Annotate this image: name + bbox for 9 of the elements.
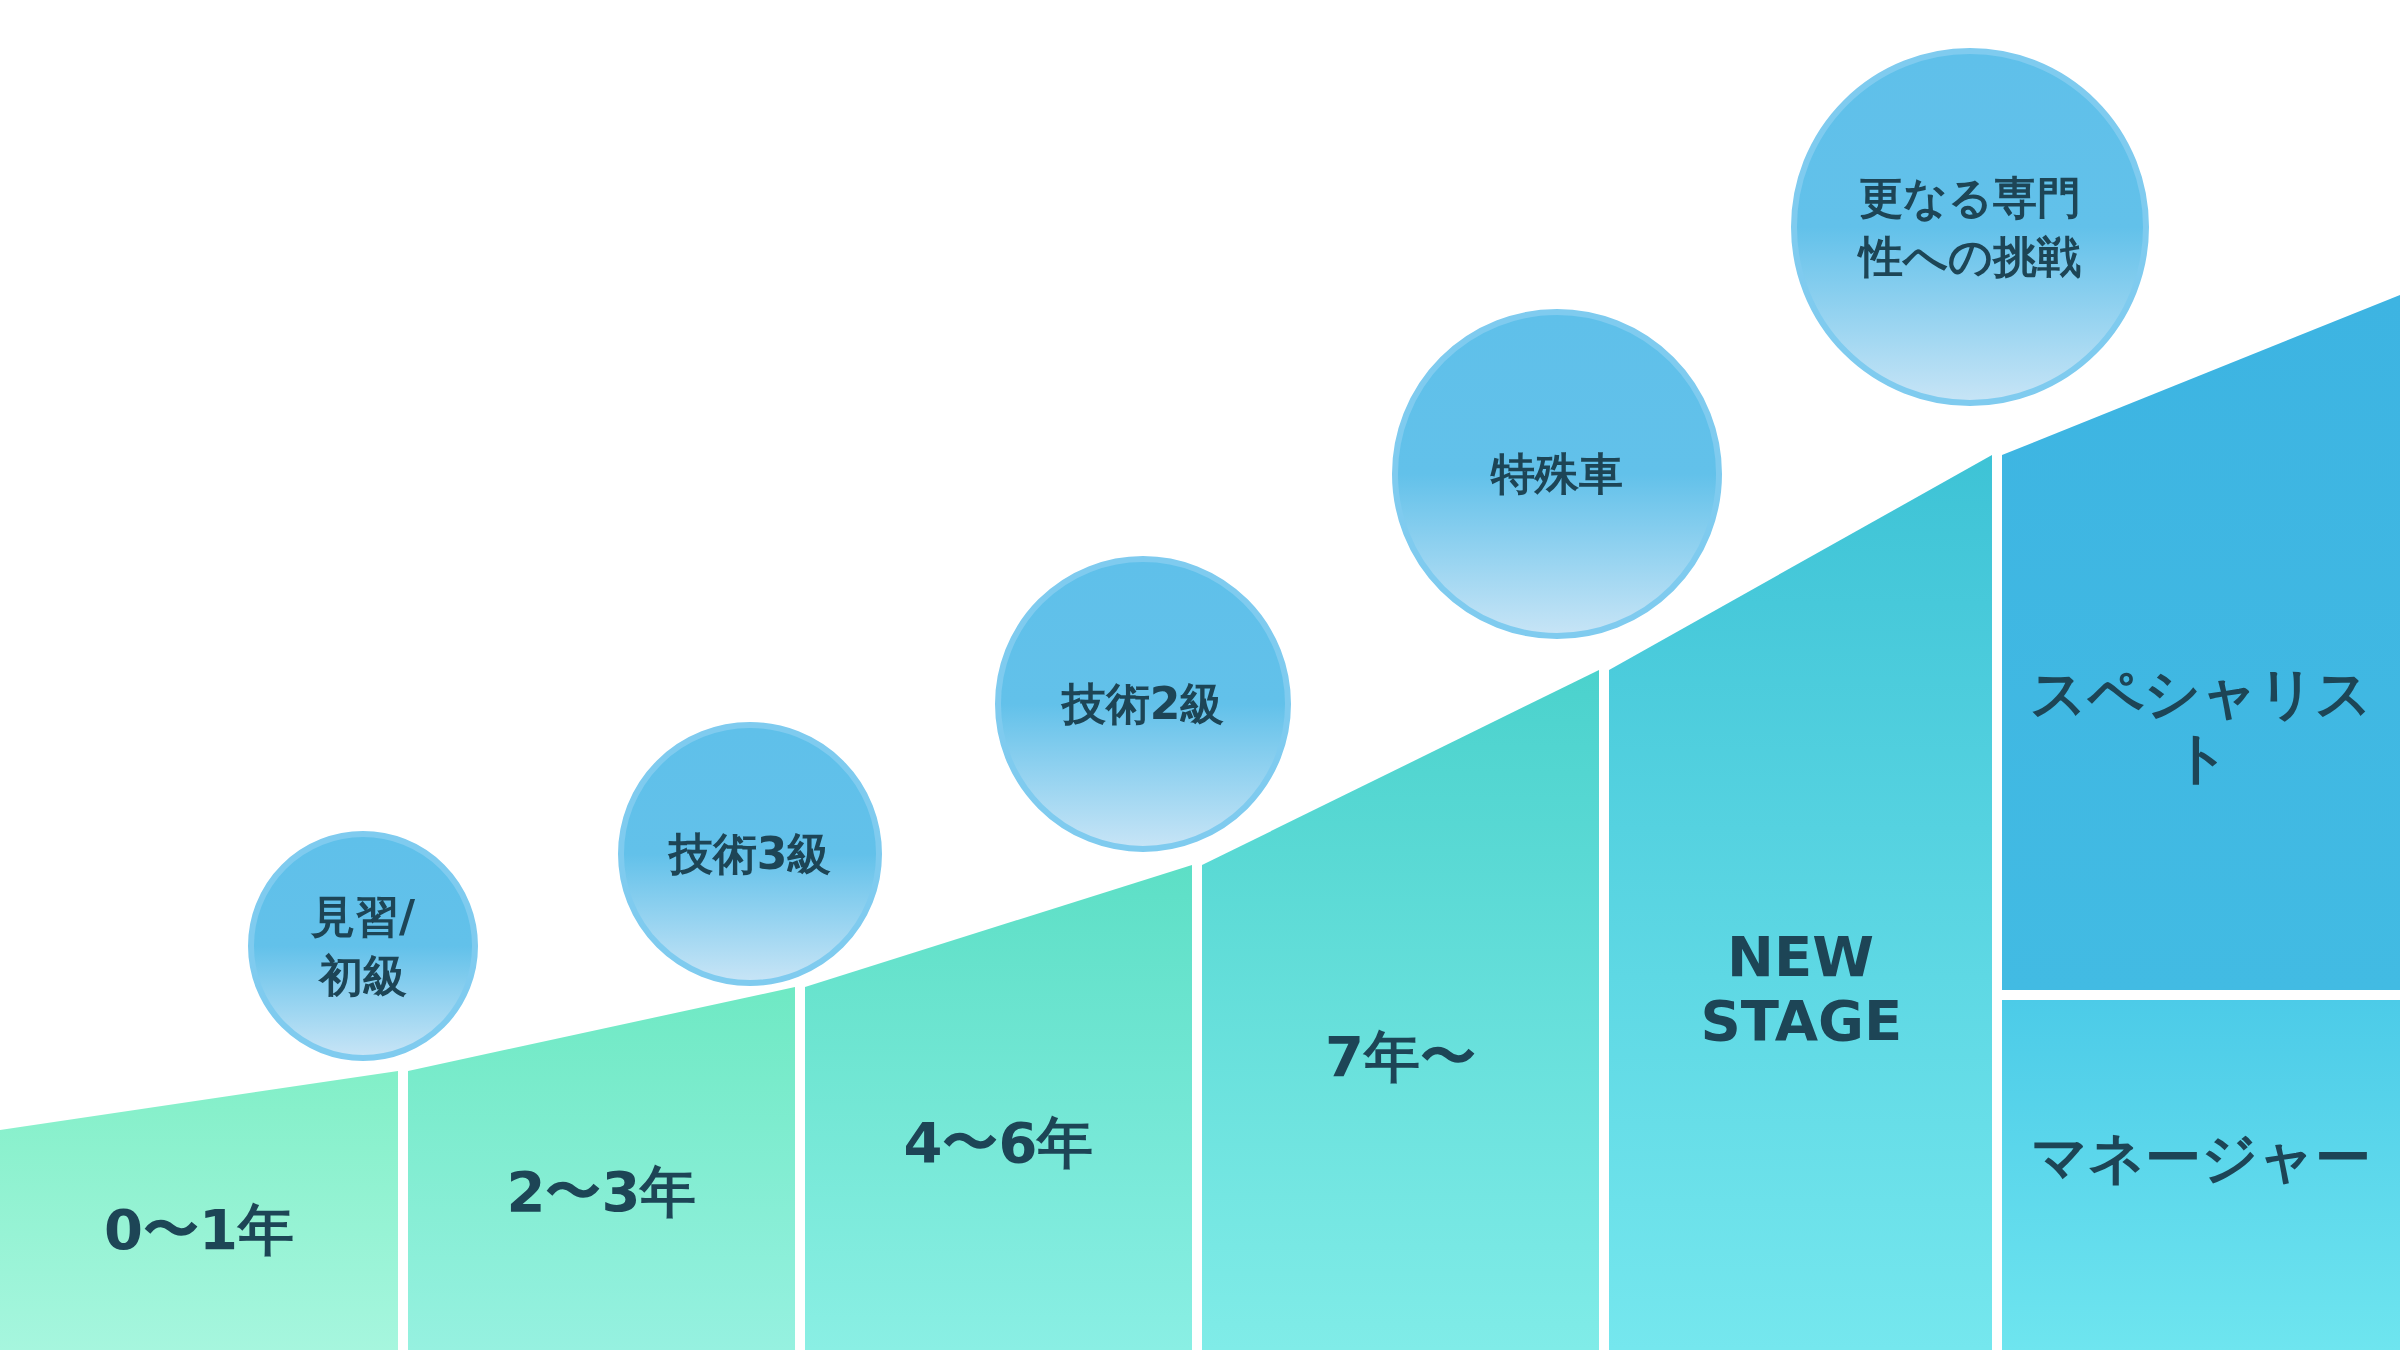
level-circle: 特殊車 [1392,309,1722,639]
career-band-segment: 0〜1年 [0,1071,398,1350]
level-circle: 見習/初級 [248,831,478,1061]
career-band-segment: マネージャー [2002,1000,2400,1350]
career-band-segment: 2〜3年 [408,987,795,1350]
level-circle: 技術3級 [618,722,882,986]
level-circle: 技術2級 [995,556,1291,852]
career-band-segment: スペシャリスト [2002,295,2400,990]
level-circle: 更なる専門性への挑戦 [1791,48,2149,406]
